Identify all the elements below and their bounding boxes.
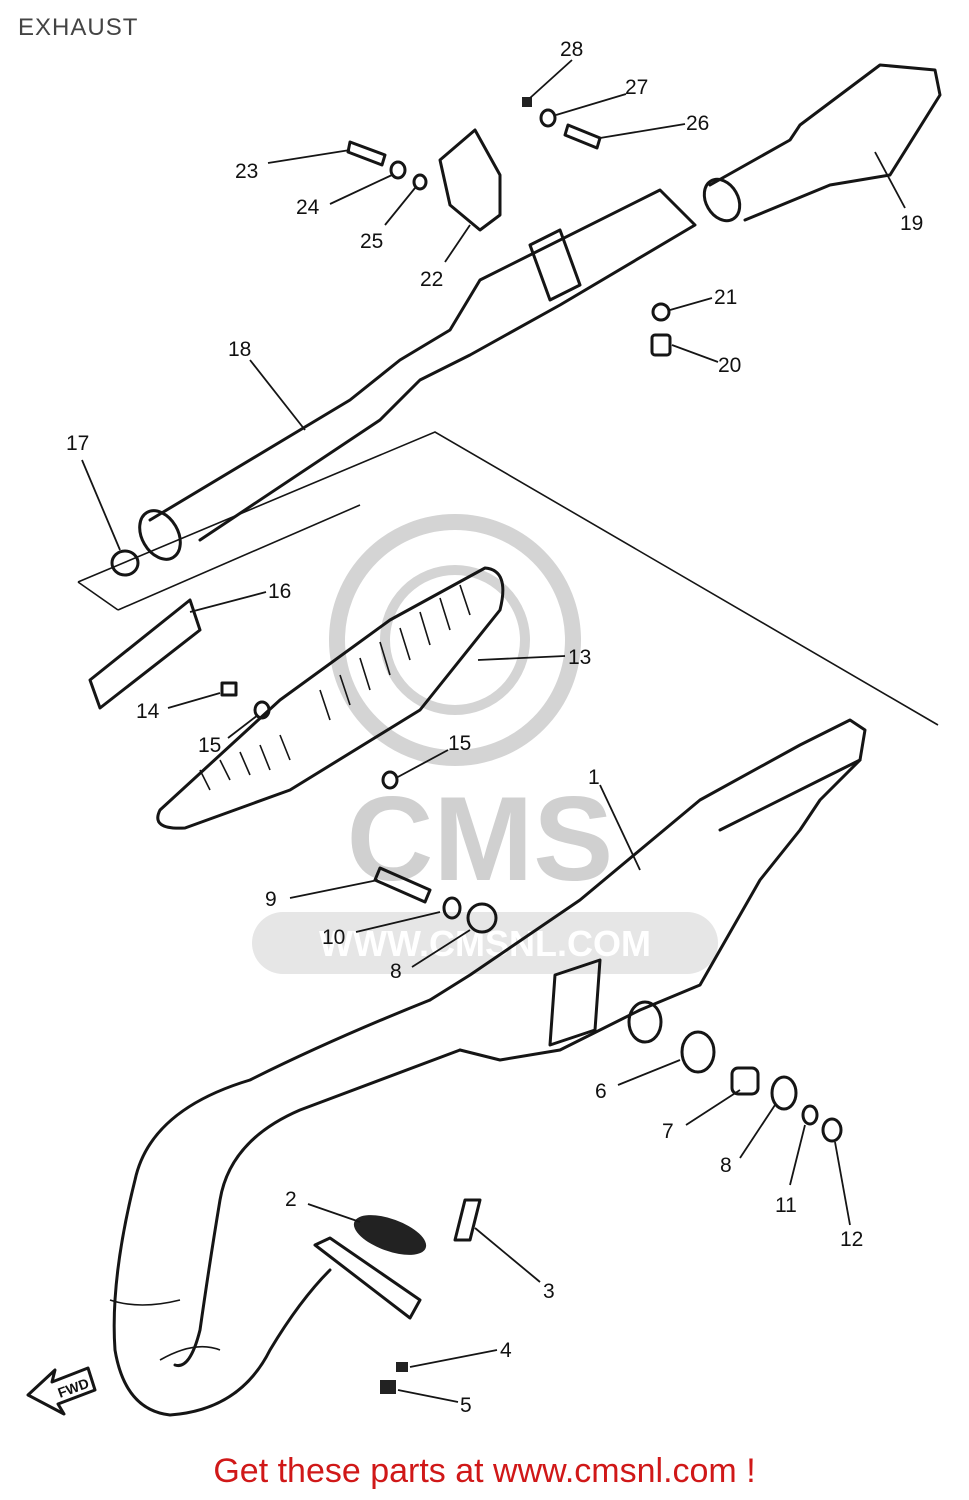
callout-2: 2 bbox=[285, 1188, 297, 1211]
callout-15-left: 15 bbox=[198, 734, 221, 757]
leader-lines bbox=[81, 59, 906, 1403]
callout-5: 5 bbox=[460, 1394, 472, 1417]
callout-26: 26 bbox=[686, 112, 709, 135]
callout-27: 27 bbox=[625, 76, 648, 99]
callout-19: 19 bbox=[900, 212, 923, 235]
nut bbox=[380, 1380, 396, 1394]
chamber-bolt bbox=[373, 866, 498, 934]
washer-3 bbox=[651, 302, 671, 322]
expansion-chamber bbox=[109, 718, 867, 1417]
bolt-2 bbox=[346, 140, 387, 167]
caution-label bbox=[88, 598, 202, 710]
page-title: EXHAUST bbox=[18, 14, 139, 41]
callout-25: 25 bbox=[360, 230, 383, 253]
callout-18: 18 bbox=[228, 338, 251, 361]
callout-1: 1 bbox=[588, 766, 600, 789]
nut-2 bbox=[522, 97, 532, 107]
callout-14: 14 bbox=[136, 700, 160, 723]
callout-7: 7 bbox=[662, 1120, 674, 1143]
callout-8-upper: 8 bbox=[390, 960, 402, 983]
callout-20: 20 bbox=[718, 354, 741, 377]
washer bbox=[253, 700, 271, 720]
callout-13: 13 bbox=[568, 646, 591, 669]
stud bbox=[453, 1198, 482, 1242]
callout-28: 28 bbox=[560, 38, 583, 61]
assembly-outline bbox=[77, 431, 939, 726]
callout-12: 12 bbox=[840, 1228, 863, 1251]
screw bbox=[220, 681, 238, 697]
forward-arrow-icon: FWD bbox=[26, 1366, 97, 1416]
silencer bbox=[138, 188, 697, 561]
circlip bbox=[110, 549, 140, 577]
callout-4: 4 bbox=[500, 1339, 512, 1362]
spring-washer bbox=[396, 1362, 408, 1372]
callout-17: 17 bbox=[66, 432, 89, 455]
bracket bbox=[438, 128, 502, 232]
callouts: 1 2 3 4 5 6 7 8 8 9 10 11 12 13 14 15 15… bbox=[66, 38, 923, 1417]
bolt-3 bbox=[563, 123, 602, 150]
bolt bbox=[650, 333, 672, 357]
callout-8-lower: 8 bbox=[720, 1154, 732, 1177]
cta-link[interactable]: Get these parts at www.cmsnl.com ! bbox=[213, 1452, 756, 1490]
callout-24: 24 bbox=[296, 196, 320, 219]
exhaust-gasket bbox=[313, 1215, 427, 1320]
mount-hardware bbox=[627, 1000, 843, 1143]
callout-23: 23 bbox=[235, 160, 258, 183]
callout-3: 3 bbox=[543, 1280, 555, 1303]
plain-washer bbox=[412, 173, 428, 191]
washer-2 bbox=[381, 770, 399, 790]
watermark-brand: CMS bbox=[347, 772, 614, 906]
callout-9: 9 bbox=[265, 888, 277, 911]
callout-6: 6 bbox=[595, 1080, 607, 1103]
watermark-url: WWW.CMSNL.COM bbox=[319, 923, 651, 964]
callout-21: 21 bbox=[714, 286, 737, 309]
cms-watermark: CMS WWW.CMSNL.COM bbox=[252, 514, 718, 974]
callout-10: 10 bbox=[322, 926, 345, 949]
spring-washer-2 bbox=[389, 160, 407, 180]
silencer-end-tip bbox=[702, 63, 942, 223]
callout-16: 16 bbox=[268, 580, 291, 603]
exhaust-parts-diagram: CMS WWW.CMSNL.COM bbox=[26, 38, 942, 1417]
washer-4 bbox=[539, 108, 557, 128]
callout-22: 22 bbox=[420, 268, 443, 291]
callout-15-right: 15 bbox=[448, 732, 471, 755]
callout-11: 11 bbox=[775, 1194, 797, 1217]
heat-protector bbox=[156, 566, 505, 830]
